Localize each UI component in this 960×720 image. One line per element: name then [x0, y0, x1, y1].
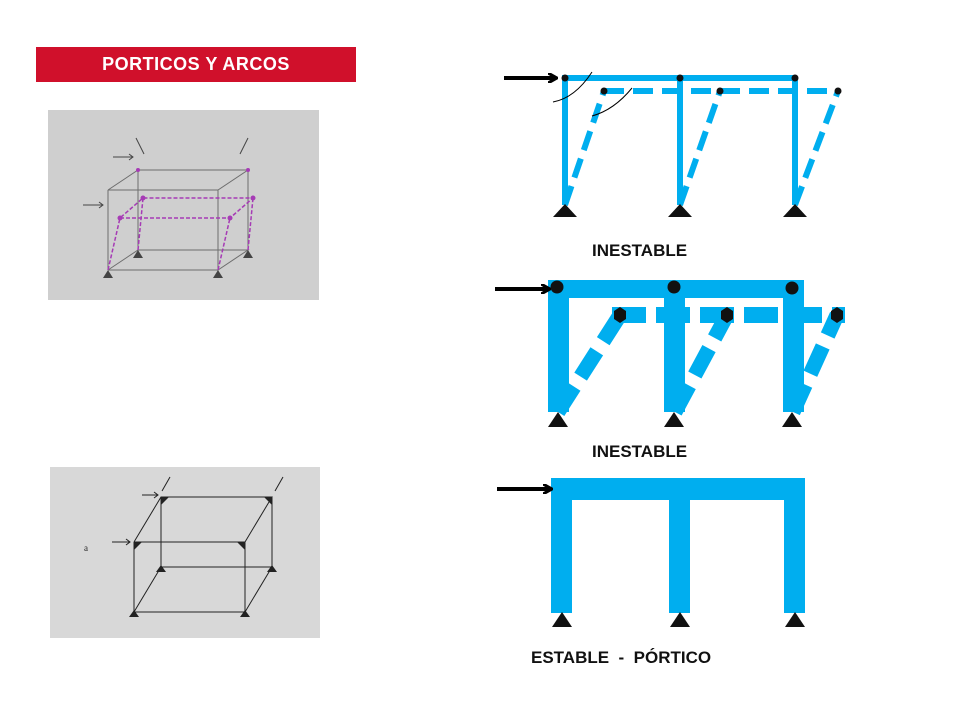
frame-unstable-pinned-thin: [504, 71, 842, 217]
column-left: [551, 478, 572, 613]
column-right: [784, 478, 805, 613]
pin-icon: [561, 74, 569, 82]
hinge-icon: [831, 307, 843, 323]
support-triangle-icon: [664, 412, 684, 427]
support-triangle-icon: [548, 412, 568, 427]
pin-icon: [600, 87, 608, 95]
page-title: PORTICOS Y ARCOS: [102, 54, 290, 74]
caption-frame-3: ESTABLE - PÓRTICO: [531, 648, 712, 667]
caption-frame-1: INESTABLE: [592, 241, 688, 260]
support-triangle-icon: [552, 612, 572, 627]
rotation-arc: [552, 71, 593, 103]
support-triangle-icon: [782, 412, 802, 427]
caption-frame-2: INESTABLE: [592, 442, 688, 461]
column-middle-displaced: [668, 311, 734, 416]
pin-icon: [676, 74, 684, 82]
photo-rigid-frame: a: [50, 467, 320, 638]
column-middle: [669, 478, 690, 613]
support-triangle-icon: [553, 204, 577, 217]
rotation-arc: [591, 87, 633, 117]
pin-icon: [716, 87, 724, 95]
support-triangle-icon: [785, 612, 805, 627]
support-triangle-icon: [783, 204, 807, 217]
column-right-displaced: [792, 89, 841, 207]
sketch-label-a: a: [84, 543, 88, 553]
pin-icon: [834, 87, 842, 95]
hinge-icon: [614, 307, 626, 323]
deformed-frame-sketch: [83, 137, 256, 278]
pin-icon: [785, 281, 799, 295]
column-left-displaced: [562, 90, 607, 206]
pin-icon: [550, 280, 564, 294]
title-banner: PORTICOS Y ARCOS: [36, 47, 356, 82]
frame-stable-portal: [497, 478, 805, 627]
photo-deformed-frame: [48, 110, 319, 300]
column-middle-displaced: [677, 90, 723, 206]
rigid-frame-sketch: a: [84, 476, 284, 617]
pin-icon: [667, 280, 681, 294]
support-triangle-icon: [670, 612, 690, 627]
support-triangle-icon: [668, 204, 692, 217]
column-left-displaced: [551, 310, 627, 417]
column-left: [548, 280, 569, 412]
pin-icon: [791, 74, 799, 82]
hinge-icon: [721, 307, 733, 323]
frame-unstable-pinned-thick: [495, 280, 845, 427]
column-right-displaced: [786, 311, 844, 416]
